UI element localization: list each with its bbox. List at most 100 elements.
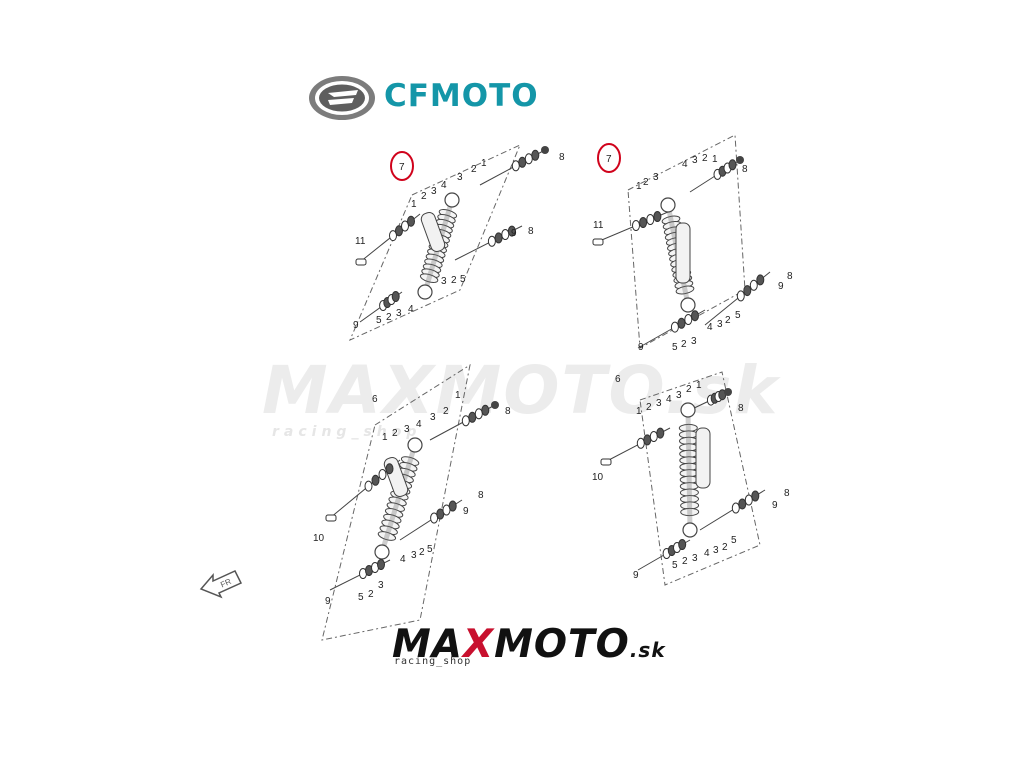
callout-label: 2 (386, 312, 392, 323)
washer (474, 408, 483, 420)
watermark-subtext: racing_shop (272, 424, 422, 440)
washer (749, 279, 758, 291)
callout-label: 3 (653, 172, 659, 183)
callout-label: 8 (784, 488, 790, 499)
callout-label: 11 (593, 220, 604, 231)
washer (649, 431, 658, 442)
washer (385, 463, 394, 475)
washer (378, 469, 387, 480)
washer (632, 220, 640, 231)
fr-arrow-icon: FR (199, 570, 243, 599)
washer (468, 411, 477, 423)
washer (501, 229, 510, 240)
callout-label: 3 (692, 553, 698, 564)
callout-label: 9 (772, 500, 778, 511)
callout-label: 4 (682, 159, 688, 170)
washer (736, 290, 745, 302)
callout-label: 2 (702, 153, 708, 164)
washer (756, 274, 765, 286)
callout-label: 8 (505, 406, 511, 417)
washer (744, 494, 753, 506)
shock-top-eye (444, 192, 460, 208)
callout-label: 1 (712, 154, 718, 165)
nut (541, 146, 549, 154)
washer (677, 317, 686, 329)
washer (494, 232, 503, 244)
logo-text-x: X (463, 622, 495, 667)
washer (643, 434, 652, 446)
callout-label: 2 (681, 339, 687, 350)
callout-label: 5 (672, 560, 678, 571)
reservoir (675, 222, 691, 284)
callout-label: 4 (400, 554, 406, 565)
callout-label: 9 (353, 320, 359, 331)
washer (646, 214, 655, 225)
callout-label: 4 (416, 419, 422, 430)
shock-top-eye (660, 197, 676, 213)
spring-coil (419, 273, 439, 283)
washer (751, 490, 760, 502)
assembly-frame (639, 371, 761, 586)
washer (371, 474, 380, 486)
cfmoto-brand: CFMOTO (306, 72, 566, 124)
callout-label: 4 (408, 304, 414, 315)
shock-rod (685, 407, 693, 533)
callout-label: 8 (559, 152, 565, 163)
callout-label: 3 (396, 308, 402, 319)
washer (636, 437, 645, 449)
callout-label: 3 (717, 319, 723, 330)
highlight-circle (597, 143, 621, 173)
callout-label: 9 (511, 228, 517, 239)
washer (377, 559, 385, 570)
callout-label: 2 (451, 275, 457, 286)
brand-name: CFMOTO (384, 78, 539, 114)
washer (731, 502, 740, 514)
callout-label: 8 (787, 271, 793, 282)
callout-label: 2 (443, 406, 449, 417)
callout-label: 3 (713, 545, 719, 556)
shock-top-eye (680, 402, 696, 418)
bolt-head (355, 258, 367, 266)
callout-label: 10 (313, 533, 325, 544)
callout-label: 4 (704, 548, 710, 559)
washer (678, 539, 687, 550)
washer (401, 220, 409, 232)
callout-label: 2 (643, 177, 649, 188)
callout-label: 2 (686, 384, 692, 395)
callout-label: 3 (404, 424, 410, 435)
callout-label: 2 (471, 164, 477, 175)
washer (743, 285, 752, 297)
callout-label: 9 (325, 596, 331, 607)
callout-label: 3 (692, 155, 698, 166)
callout-label: 1 (455, 390, 461, 401)
callout-label: 7 (399, 162, 405, 173)
callout-label: 1 (481, 158, 487, 169)
washer (507, 225, 516, 237)
callout-label: 1 (636, 406, 642, 417)
callout-label: 9 (778, 281, 784, 292)
bolt-head (592, 238, 604, 246)
callout-label: 3 (441, 276, 447, 287)
washer (407, 215, 415, 227)
callout-label: 3 (691, 336, 697, 347)
callout-label: 6 (615, 374, 621, 385)
nut (491, 401, 499, 409)
svg-text:FR: FR (219, 577, 233, 590)
callout-label: 4 (441, 180, 447, 191)
washer (448, 500, 457, 512)
callout-label: 3 (378, 580, 384, 591)
callout-label: 2 (646, 402, 652, 413)
logo-main-text: MAXMOTO.sk (392, 622, 666, 667)
callout-label: 2 (421, 191, 427, 202)
callout-label: 5 (358, 592, 364, 603)
callout-label: 2 (725, 315, 731, 326)
callout-label: 8 (738, 403, 744, 414)
spring-coil (377, 531, 397, 541)
bolt-head (325, 514, 337, 522)
logo-text-start: MA (392, 622, 463, 667)
washer (395, 225, 403, 237)
assembly-frame (321, 363, 471, 641)
